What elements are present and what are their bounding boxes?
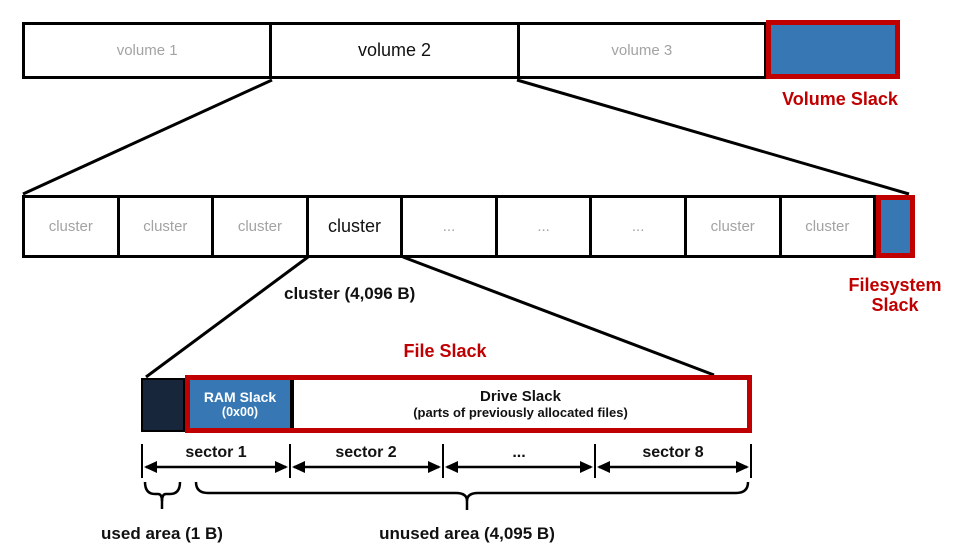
cluster-cell-label: ...	[537, 218, 550, 235]
cluster-cell: ...	[498, 198, 593, 255]
cluster-cell: cluster	[687, 198, 782, 255]
volume-3-cell: volume 3	[520, 25, 764, 76]
volume-1-cell: volume 1	[25, 25, 273, 76]
cluster-cell-label: cluster	[237, 218, 282, 235]
cluster-cell-label: cluster	[143, 218, 188, 235]
volume-2-label: volume 2	[357, 40, 432, 60]
volume-row: volume 1 volume 2 volume 3	[22, 22, 767, 79]
volume-2-cell: volume 2	[272, 25, 520, 76]
filesystem-slack-label-line2: Slack	[871, 295, 919, 315]
sector-8-label: sector 8	[642, 444, 704, 461]
drive-slack-segment: Drive Slack (parts of previously allocat…	[294, 380, 747, 428]
cluster-cell-label: ...	[631, 218, 645, 235]
cluster-cell: cluster	[214, 198, 309, 255]
used-area-brace	[160, 481, 182, 502]
cluster-cell: cluster	[782, 198, 874, 255]
file-slack-bar: RAM Slack (0x00) Drive Slack (parts of p…	[185, 375, 752, 433]
filesystem-slack-label: Filesystem Slack	[830, 275, 955, 315]
unused-area-brace	[194, 481, 469, 510]
volume-slack-box	[766, 20, 900, 79]
used-area-brace	[143, 481, 164, 509]
filesystem-slack-box	[876, 195, 915, 258]
cluster-cell-label: cluster	[805, 218, 850, 235]
unused-area-brace	[465, 481, 750, 502]
cluster-cell: cluster	[25, 198, 120, 255]
connector-line	[145, 255, 309, 379]
unused-area-label: unused area (4,095 B)	[379, 524, 555, 543]
used-area-box	[141, 378, 185, 432]
cluster-cell-label: cluster	[48, 218, 93, 235]
sector-1-label: sector 1	[185, 444, 247, 461]
ram-slack-segment: RAM Slack (0x00)	[190, 380, 294, 428]
ram-slack-label: RAM Slack	[203, 388, 277, 405]
volume-slack-label: Volume Slack	[782, 89, 898, 109]
sector-2-label: sector 2	[335, 444, 397, 461]
sector-ellipsis-label: ...	[512, 444, 526, 461]
connector-line	[22, 78, 273, 196]
cluster-cell: ...	[592, 198, 687, 255]
file-slack-title: File Slack	[403, 341, 487, 361]
cluster-size-caption: cluster (4,096 B)	[284, 284, 416, 303]
cluster-cell-label: cluster	[710, 218, 755, 235]
drive-slack-description: (parts of previously allocated files)	[413, 405, 628, 420]
cluster-cell: ...	[403, 198, 498, 255]
cluster-cell: cluster	[120, 198, 215, 255]
braces	[143, 481, 750, 510]
volume-3-label: volume 3	[611, 42, 673, 59]
volume-1-label: volume 1	[116, 42, 178, 59]
cluster-cell-label: cluster	[327, 216, 381, 236]
cluster-cell-highlighted: cluster	[309, 198, 404, 255]
ram-slack-value: (0x00)	[221, 404, 259, 419]
filesystem-slack-label-line1: Filesystem	[848, 275, 942, 295]
drive-slack-label: Drive Slack	[480, 388, 561, 405]
cluster-cell-label: ...	[442, 218, 456, 235]
used-area-label: used area (1 B)	[101, 524, 223, 543]
cluster-row: cluster cluster cluster cluster ... ... …	[22, 195, 876, 258]
ruler-arrowheads	[144, 461, 749, 473]
